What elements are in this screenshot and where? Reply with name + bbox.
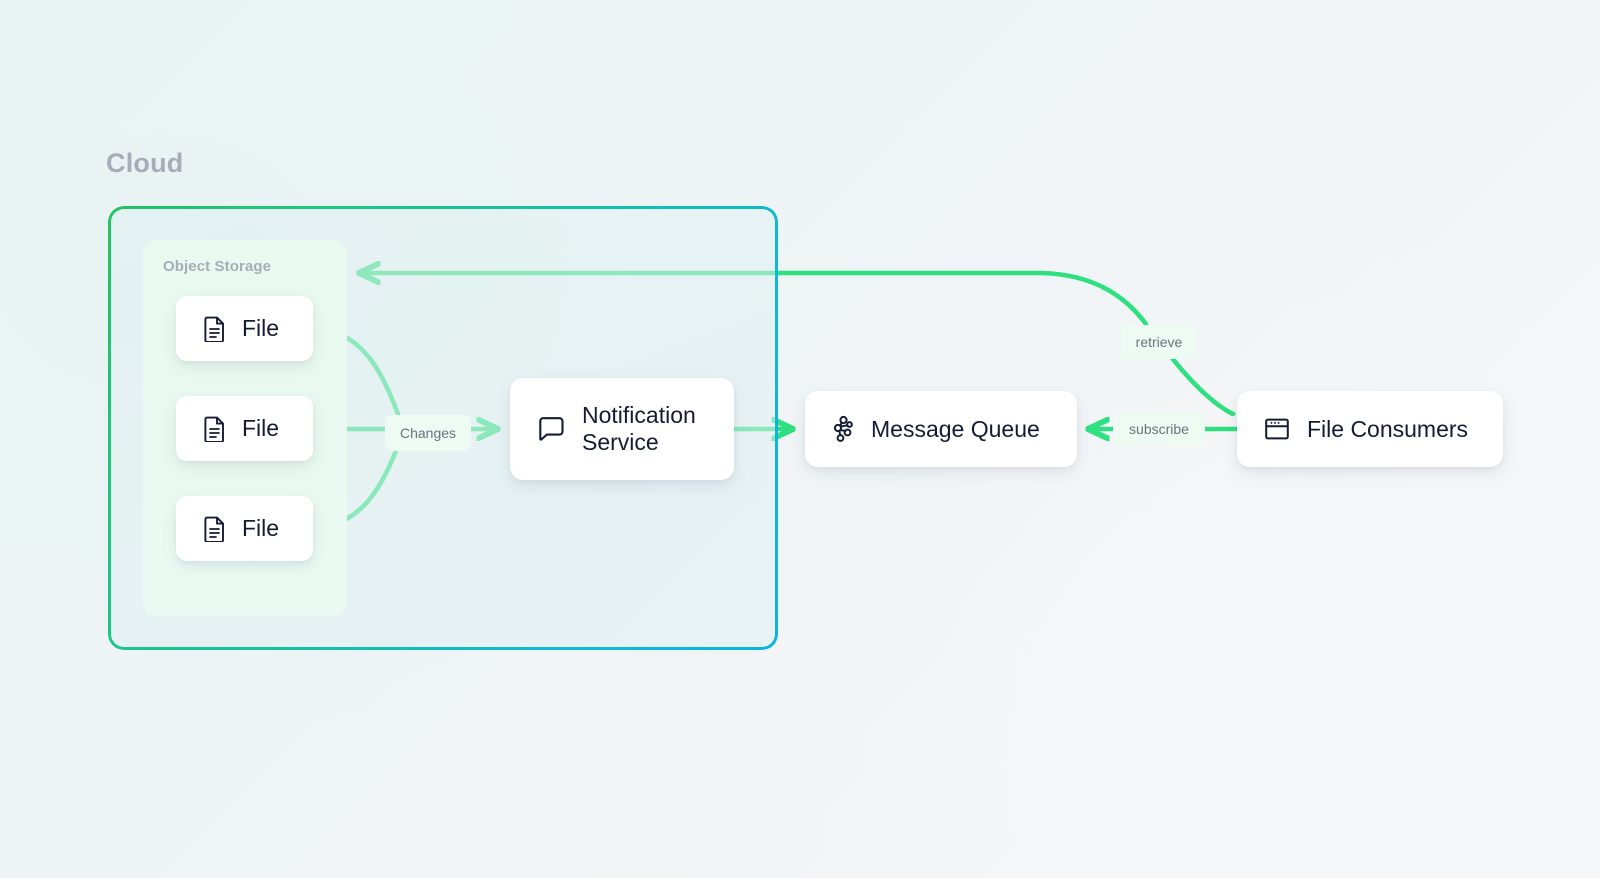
edge-label-retrieve: retrieve bbox=[1121, 325, 1197, 359]
document-icon bbox=[204, 316, 226, 342]
node-file-3[interactable]: File bbox=[176, 496, 313, 561]
edge-consumers-to-retrieve bbox=[1169, 355, 1236, 417]
document-icon bbox=[204, 516, 226, 542]
node-file-3-label: File bbox=[242, 515, 280, 541]
node-file-1[interactable]: File bbox=[176, 296, 313, 361]
node-file-consumers-label: File Consumers bbox=[1307, 415, 1469, 442]
node-message-queue[interactable]: Message Queue bbox=[805, 391, 1077, 467]
node-file-2[interactable]: File bbox=[176, 396, 313, 461]
node-file-2-label: File bbox=[242, 415, 280, 441]
node-file-consumers[interactable]: File Consumers bbox=[1237, 391, 1503, 467]
chat-bubble-icon bbox=[536, 414, 566, 444]
node-notification-service-label: Notification Service bbox=[582, 401, 696, 455]
document-icon bbox=[204, 416, 226, 442]
network-nodes-icon bbox=[829, 415, 855, 443]
cloud-group-title: Cloud bbox=[106, 148, 184, 178]
object-storage-title: Object Storage bbox=[163, 258, 272, 275]
node-message-queue-label: Message Queue bbox=[871, 415, 1040, 442]
edge-label-subscribe: subscribe bbox=[1113, 412, 1205, 446]
node-file-1-label: File bbox=[242, 315, 280, 341]
edge-label-changes: Changes bbox=[385, 415, 471, 451]
node-notification-service[interactable]: Notification Service bbox=[510, 378, 734, 480]
browser-window-icon bbox=[1263, 415, 1291, 443]
